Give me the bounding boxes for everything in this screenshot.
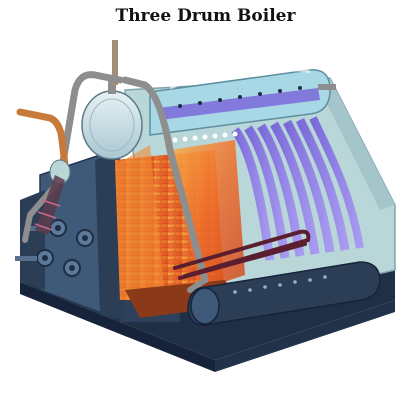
mud-drum xyxy=(187,261,381,326)
copper-pipe xyxy=(16,108,69,169)
drum-icon xyxy=(81,40,143,160)
burner-group xyxy=(15,219,94,277)
left-mud-drum xyxy=(34,159,71,235)
steam-drum xyxy=(149,68,336,143)
diagram-title: Three Drum Boiler xyxy=(115,6,296,26)
superheater-coil xyxy=(173,229,311,280)
